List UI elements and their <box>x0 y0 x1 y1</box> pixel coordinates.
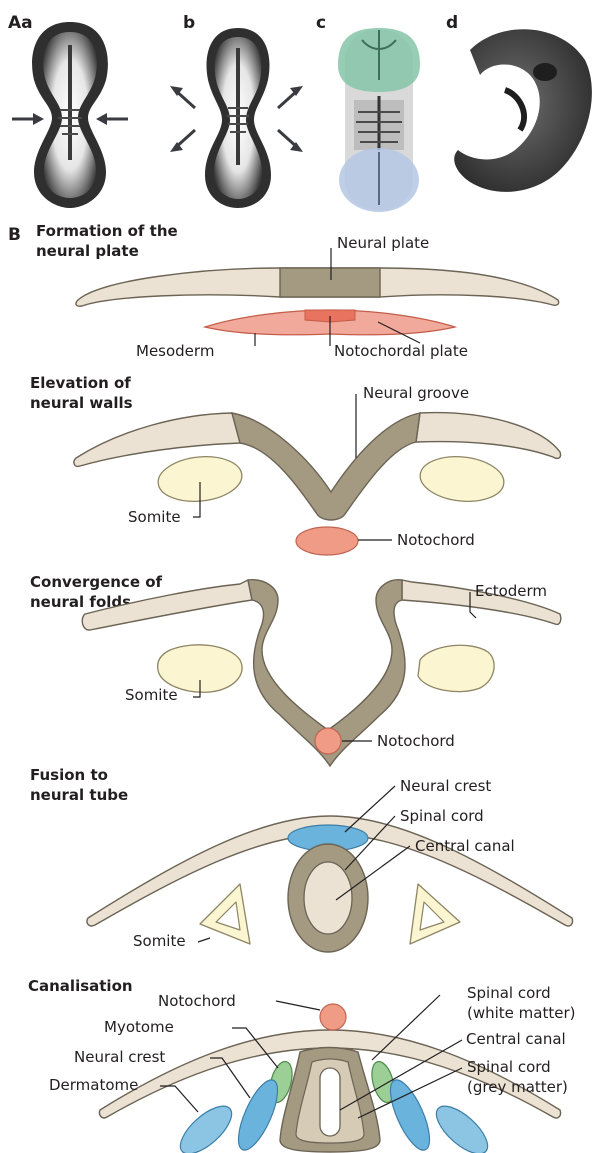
panel-label-b-upper: B <box>8 225 21 245</box>
neural-crest-left <box>231 1075 286 1153</box>
label-notochord: Notochord <box>158 992 236 1010</box>
label-neural-plate: Neural plate <box>337 234 429 252</box>
label-somite: Somite <box>125 686 178 704</box>
ectoderm-right <box>416 413 561 459</box>
notochord <box>315 728 341 754</box>
notochord <box>320 1004 346 1030</box>
label-spinal-cord: Spinal cord <box>400 807 484 825</box>
label-notochord: Notochord <box>397 531 475 549</box>
label-neural-crest: Neural crest <box>400 777 491 795</box>
somite-right <box>418 645 494 691</box>
label-somite: Somite <box>128 508 181 526</box>
label-ectoderm: Ectoderm <box>475 582 547 600</box>
notochord <box>296 527 358 555</box>
arrow-inward-left <box>12 113 44 125</box>
neural-walls <box>232 413 420 520</box>
dermatome-left <box>173 1098 239 1153</box>
label-somite: Somite <box>133 932 186 950</box>
panel-label-d: d <box>446 13 458 33</box>
neural-crest-right <box>383 1075 438 1153</box>
stage-1-title-line-1: Formation of the <box>36 222 178 240</box>
stage-5-title: Canalisation <box>28 977 133 995</box>
panel-label-aa: Aa <box>8 13 33 33</box>
dermatome-right <box>429 1098 495 1153</box>
somite-right <box>418 453 506 506</box>
leader-dermatome <box>160 1086 198 1112</box>
label-notochord: Notochord <box>377 732 455 750</box>
label-spinal-cord-grey-line-1: Spinal cord <box>467 1058 551 1076</box>
neural-plate <box>280 268 380 297</box>
stage-formation-of-neural-plate: Formation of the neural plate Neural pla… <box>36 222 559 360</box>
embryo-image-b <box>205 28 271 208</box>
panel-label-b: b <box>183 13 195 33</box>
stage-convergence-of-neural-folds: Convergence of neural folds Ectoderm Som… <box>30 573 561 766</box>
stage-4-title-line-1: Fusion to <box>30 766 108 784</box>
label-neural-groove: Neural groove <box>363 384 469 402</box>
stage-fusion-to-neural-tube: Fusion to neural tube Neural crest Spina… <box>30 766 573 952</box>
label-notochordal-plate: Notochordal plate <box>334 342 468 360</box>
embryo-image-a <box>32 22 108 208</box>
stage-4-title-line-2: neural tube <box>30 786 128 804</box>
label-mesoderm: Mesoderm <box>136 342 214 360</box>
label-central-canal: Central canal <box>415 837 515 855</box>
central-canal <box>304 862 352 934</box>
stage-canalisation: Canalisation Notochord Spinal cord (whit… <box>28 977 576 1153</box>
arrow-outward-lower-right <box>278 130 303 152</box>
embryo-image-c <box>338 28 420 212</box>
label-central-canal: Central canal <box>466 1030 566 1048</box>
arrow-outward-upper-left <box>170 86 195 108</box>
embryo-image-d <box>454 29 592 192</box>
label-myotome: Myotome <box>104 1018 174 1036</box>
panel-a: Aa b c d <box>8 13 592 212</box>
leader-somite <box>198 938 210 942</box>
label-dermatome: Dermatome <box>49 1076 138 1094</box>
stage-2-title-line-1: Elevation of <box>30 374 131 392</box>
panel-label-c: c <box>316 13 326 33</box>
arrow-inward-right <box>96 113 128 125</box>
stage-3-title-line-1: Convergence of <box>30 573 163 591</box>
stage-elevation-of-neural-walls: Elevation of neural walls Neural groove … <box>30 374 561 555</box>
label-spinal-cord-white-line-2: (white matter) <box>467 1004 576 1022</box>
arrow-outward-upper-right <box>278 86 303 108</box>
arrow-outward-lower-left <box>170 130 195 152</box>
central-canal <box>320 1068 340 1136</box>
stage-1-title-line-2: neural plate <box>36 242 139 260</box>
label-spinal-cord-white-line-1: Spinal cord <box>467 984 551 1002</box>
leader-notochord <box>276 1001 320 1010</box>
label-spinal-cord-grey-line-2: (grey matter) <box>467 1078 568 1096</box>
stage-2-title-line-2: neural walls <box>30 394 133 412</box>
label-neural-crest: Neural crest <box>74 1048 165 1066</box>
